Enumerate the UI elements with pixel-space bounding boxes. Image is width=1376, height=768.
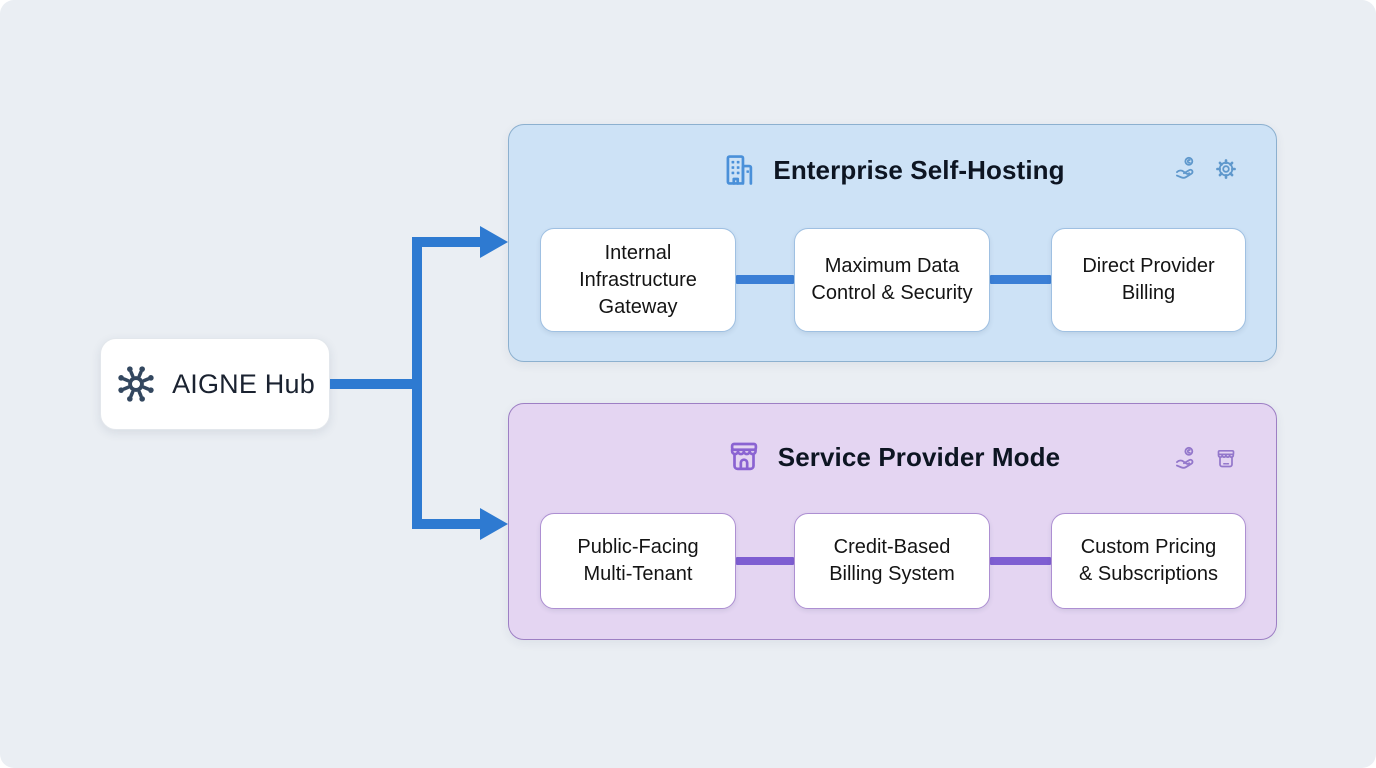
storefront-icon: [1217, 449, 1235, 467]
service-link-1: [736, 557, 794, 565]
node-public-facing-multi-tenant: Public-Facing Multi-Tenant: [540, 513, 736, 609]
enterprise-header: Enterprise Self-Hosting: [509, 151, 1276, 189]
building-icon: [726, 155, 753, 185]
service-corner-icons: [1174, 445, 1238, 472]
service-provider-mode-panel: Service Provider Mode Public-Facing Mult…: [508, 403, 1277, 640]
arrowhead-bottom: [480, 508, 508, 540]
hub-label: AIGNE Hub: [172, 368, 315, 399]
node-credit-based-billing-system: Credit-Based Billing System: [794, 513, 990, 609]
service-title: Service Provider Mode: [777, 441, 1061, 472]
storefront-icon: [730, 442, 757, 471]
enterprise-link-1: [736, 275, 794, 284]
branch-arrows: [330, 226, 508, 540]
node-internal-infrastructure-gateway: Internal Infrastructure Gateway: [540, 228, 736, 332]
hub-node: AIGNE Hub: [100, 338, 330, 430]
gear-icon: [1216, 158, 1236, 179]
enterprise-corner-icons: [1174, 155, 1238, 182]
node-custom-pricing-subscriptions: Custom Pricing & Subscriptions: [1051, 513, 1246, 609]
node-maximum-data-control-security: Maximum Data Control & Security: [794, 228, 990, 332]
hub-network-icon: [118, 366, 154, 402]
service-link-2: [990, 557, 1051, 565]
hand-coin-icon: [1176, 446, 1194, 469]
enterprise-link-2: [990, 275, 1051, 284]
enterprise-title: Enterprise Self-Hosting: [773, 154, 1065, 185]
hand-coin-icon: [1176, 156, 1194, 179]
enterprise-self-hosting-panel: Enterprise Self-Hosting: [508, 124, 1277, 362]
service-header: Service Provider Mode: [509, 438, 1276, 476]
arrowhead-top: [480, 226, 508, 258]
node-direct-provider-billing: Direct Provider Billing: [1051, 228, 1246, 332]
